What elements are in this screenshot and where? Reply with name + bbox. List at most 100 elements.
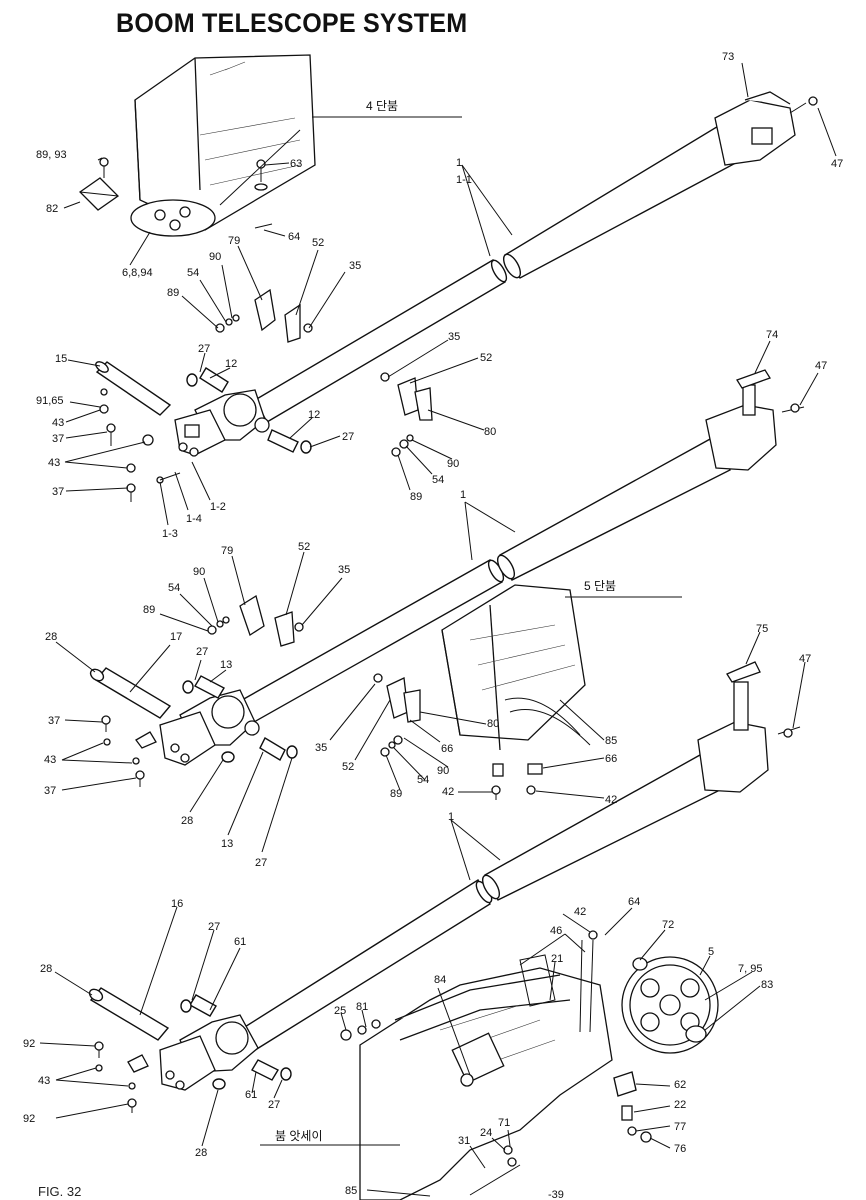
label-47: 47: [831, 158, 843, 170]
label-90: 90: [447, 458, 459, 470]
label-74: 74: [766, 329, 778, 341]
label-90: 90: [209, 251, 221, 263]
label-79: 79: [228, 235, 240, 247]
label-boom-assembly: 붐 앗세이: [275, 1129, 323, 1143]
label-1: 1: [448, 811, 454, 823]
box-4-stage: [78, 54, 316, 237]
label-37: 37: [52, 433, 64, 445]
label-66: 66: [605, 753, 617, 765]
label-89: 89: [143, 604, 155, 616]
boom-assembly-base: [340, 930, 719, 1200]
label-17: 17: [170, 631, 182, 643]
label-21: 21: [551, 953, 563, 965]
label-77: 77: [674, 1121, 686, 1133]
label-64: 64: [288, 231, 300, 243]
label-35: 35: [315, 742, 327, 754]
page-title: BOOM TELESCOPE SYSTEM: [116, 8, 468, 38]
leader-lines: [39, 62, 837, 1197]
label-89: 89: [390, 788, 402, 800]
label-31: 31: [458, 1135, 470, 1147]
label-52: 52: [480, 352, 492, 364]
label-54: 54: [417, 774, 429, 786]
label-54: 54: [187, 267, 199, 279]
label-91-65: 91,65: [36, 395, 64, 407]
label-85: 85: [605, 735, 617, 747]
label-6-8-94: 6,8,94: [122, 267, 153, 279]
label-27: 27: [198, 343, 210, 355]
label-37: 37: [52, 486, 64, 498]
label-62: 62: [674, 1079, 686, 1091]
label-7-95: 7, 95: [738, 963, 762, 975]
label-35: 35: [448, 331, 460, 343]
label-27: 27: [342, 431, 354, 443]
label-28: 28: [181, 815, 193, 827]
part-number-labels: 4 단붐 73 47 89, 93 63 82 64 6,8,94 79 52 …: [23, 51, 843, 1200]
label-35: 35: [338, 564, 350, 576]
label-1-1: 1-1: [456, 174, 472, 186]
label-1: 1: [460, 489, 466, 501]
boom-tube-2: [89, 369, 805, 787]
label-54: 54: [168, 582, 180, 594]
label-15: 15: [55, 353, 67, 365]
label-54: 54: [432, 474, 444, 486]
label-27: 27: [255, 857, 267, 869]
label-52: 52: [312, 237, 324, 249]
label-12: 12: [225, 358, 237, 370]
label-37: 37: [44, 785, 56, 797]
label-61: 61: [234, 936, 246, 948]
label-47: 47: [815, 360, 827, 372]
label-37: 37: [48, 715, 60, 727]
label-28: 28: [195, 1147, 207, 1159]
label-84: 84: [434, 974, 446, 986]
label-27: 27: [208, 921, 220, 933]
label-73: 73: [722, 51, 734, 63]
label-72: 72: [662, 919, 674, 931]
label-82: 82: [46, 203, 58, 215]
label-89-93: 89, 93: [36, 149, 67, 161]
label-1-2: 1-2: [210, 501, 226, 513]
label-80: 80: [484, 426, 496, 438]
label-61: 61: [245, 1089, 257, 1101]
label-42: 42: [442, 786, 454, 798]
label-79: 79: [221, 545, 233, 557]
label-43: 43: [52, 417, 64, 429]
label-13: 13: [220, 659, 232, 671]
label-28: 28: [40, 963, 52, 975]
boom-tube-1: [95, 91, 818, 502]
label-16: 16: [171, 898, 183, 910]
label-81: 81: [356, 1001, 368, 1013]
label-71: 71: [498, 1117, 510, 1129]
label-43: 43: [38, 1075, 50, 1087]
label-22: 22: [674, 1099, 686, 1111]
label-89: 89: [410, 491, 422, 503]
label-12: 12: [308, 409, 320, 421]
label-92: 92: [23, 1113, 35, 1125]
label-43: 43: [44, 754, 56, 766]
label-27: 27: [196, 646, 208, 658]
label-5-stage: 5 단붐: [584, 579, 616, 593]
label-5: 5: [708, 946, 714, 958]
label-13: 13: [221, 838, 233, 850]
label-47: 47: [799, 653, 811, 665]
label-42: 42: [574, 906, 586, 918]
label-43: 43: [48, 457, 60, 469]
label-75: 75: [756, 623, 768, 635]
label-64: 64: [628, 896, 640, 908]
label-85: 85: [345, 1185, 357, 1197]
label-52: 52: [342, 761, 354, 773]
box-5-stage: [441, 584, 591, 800]
label-27: 27: [268, 1099, 280, 1111]
label-90: 90: [437, 765, 449, 777]
label-28: 28: [45, 631, 57, 643]
label-52: 52: [298, 541, 310, 553]
label-83: 83: [761, 979, 773, 991]
label-25: 25: [334, 1005, 346, 1017]
label-42: 42: [605, 794, 617, 806]
label-80: 80: [487, 718, 499, 730]
label-76: 76: [674, 1143, 686, 1155]
label-24: 24: [480, 1127, 492, 1139]
label-1: 1: [456, 157, 462, 169]
label-4-stage: 4 단붐: [366, 99, 398, 113]
label-39: -39: [548, 1189, 564, 1200]
